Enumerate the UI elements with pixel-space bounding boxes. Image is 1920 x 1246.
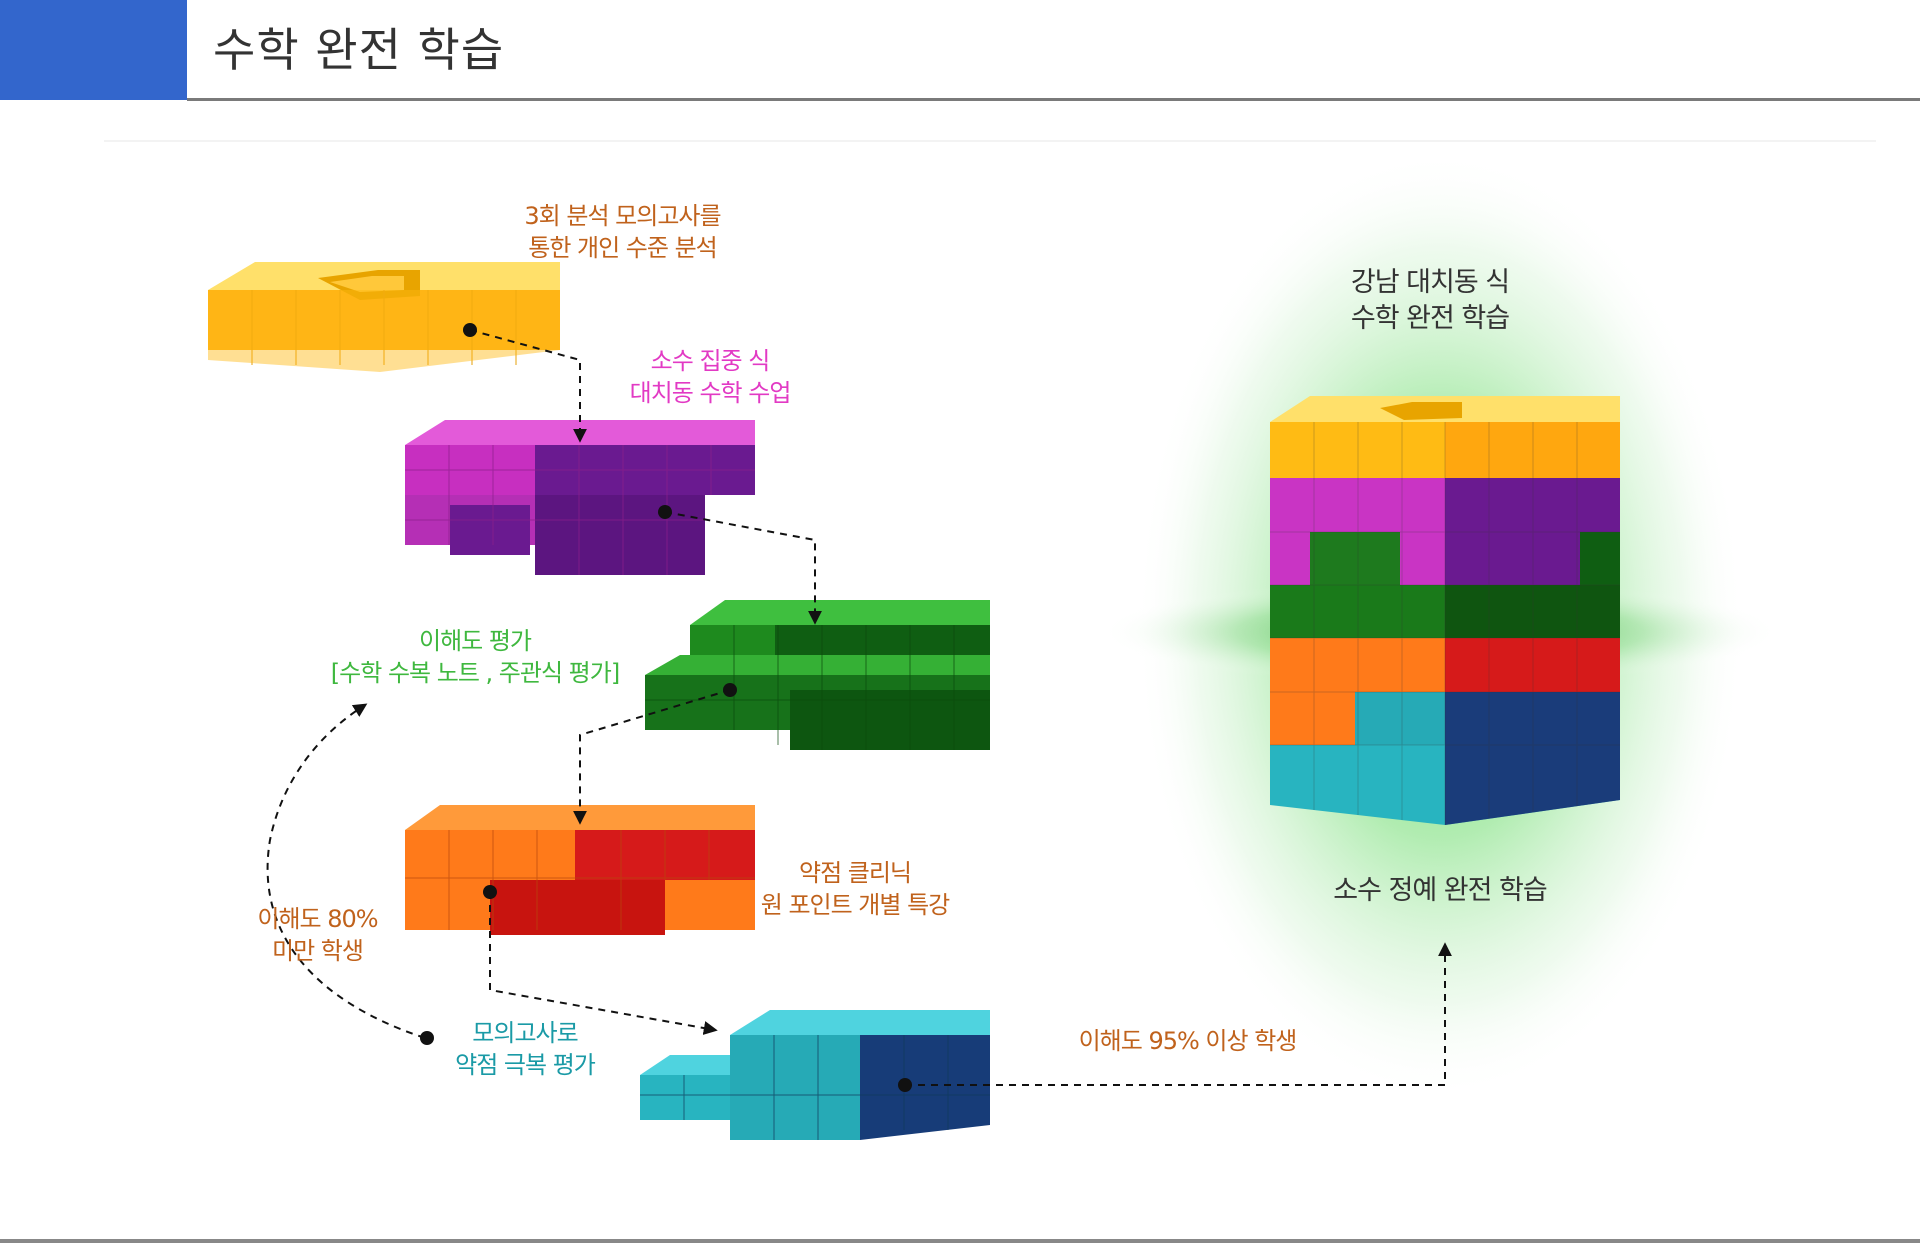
label-under80-line1: 이해도 80% — [257, 905, 378, 933]
label-over95: 이해도 95% 이상 학생 — [1070, 1025, 1305, 1057]
connector-orange-to-teal — [489, 892, 718, 1035]
label-lesson-line2: 대치동 수학 수업 — [629, 379, 792, 407]
label-clinic: 약점 클리닉 원 포인트 개별 특강 — [750, 857, 960, 921]
label-analysis-line2: 통한 개인 수준 분석 — [528, 234, 718, 262]
connector-dot — [483, 885, 497, 899]
label-lesson-line1: 소수 집중 식 — [650, 347, 771, 375]
connector-dot — [898, 1078, 912, 1092]
label-gangnam-line2: 수학 완전 학습 — [1350, 303, 1510, 334]
label-gangnam-line1: 강남 대치동 식 — [1350, 267, 1510, 298]
connector-under80-loop — [266, 703, 426, 1039]
label-evaluation-line1: 이해도 평가 — [418, 627, 532, 655]
label-mock-line1: 모의고사로 — [472, 1019, 578, 1047]
block-orange-clinic — [405, 805, 755, 935]
label-mock: 모의고사로 약점 극복 평가 — [440, 1017, 610, 1081]
label-under80-line2: 미만 학생 — [272, 937, 364, 965]
block-yellow-analysis — [208, 262, 560, 372]
label-evaluation-line2: [수학 수복 노트 , 주관식 평가] — [330, 659, 620, 687]
connector-dot — [723, 683, 737, 697]
connector-green-to-orange — [573, 689, 731, 825]
content-divider — [104, 140, 1876, 142]
footer-divider — [0, 1239, 1920, 1243]
label-elite: 소수 정예 완전 학습 — [1320, 873, 1560, 909]
header-accent-bar — [0, 0, 187, 100]
label-clinic-line2: 원 포인트 개별 특강 — [760, 891, 951, 919]
completed-tower — [1270, 396, 1620, 825]
label-clinic-line1: 약점 클리닉 — [798, 859, 912, 887]
connector-dot — [658, 505, 672, 519]
page-title: 수학 완전 학습 — [213, 23, 505, 77]
label-mock-line2: 약점 극복 평가 — [455, 1051, 596, 1079]
block-teal-mock — [640, 1010, 990, 1140]
connector-dot — [420, 1031, 434, 1045]
header-divider — [187, 98, 1920, 101]
label-gangnam: 강남 대치동 식 수학 완전 학습 — [1335, 265, 1525, 337]
label-evaluation: 이해도 평가 [수학 수복 노트 , 주관식 평가] — [330, 625, 620, 689]
label-over95-text: 이해도 95% 이상 학생 — [1078, 1027, 1298, 1055]
block-green-evaluation — [645, 600, 990, 750]
label-analysis-line1: 3회 분석 모의고사를 — [524, 202, 721, 230]
label-lesson: 소수 집중 식 대치동 수학 수업 — [615, 345, 805, 409]
label-analysis: 3회 분석 모의고사를 통한 개인 수준 분석 — [510, 200, 735, 264]
connector-over95-to-tower — [905, 942, 1452, 1086]
connector-dot — [463, 323, 477, 337]
label-elite-text: 소수 정예 완전 학습 — [1333, 875, 1547, 906]
block-magenta-lesson — [405, 420, 755, 575]
label-under80: 이해도 80% 미만 학생 — [250, 903, 385, 967]
